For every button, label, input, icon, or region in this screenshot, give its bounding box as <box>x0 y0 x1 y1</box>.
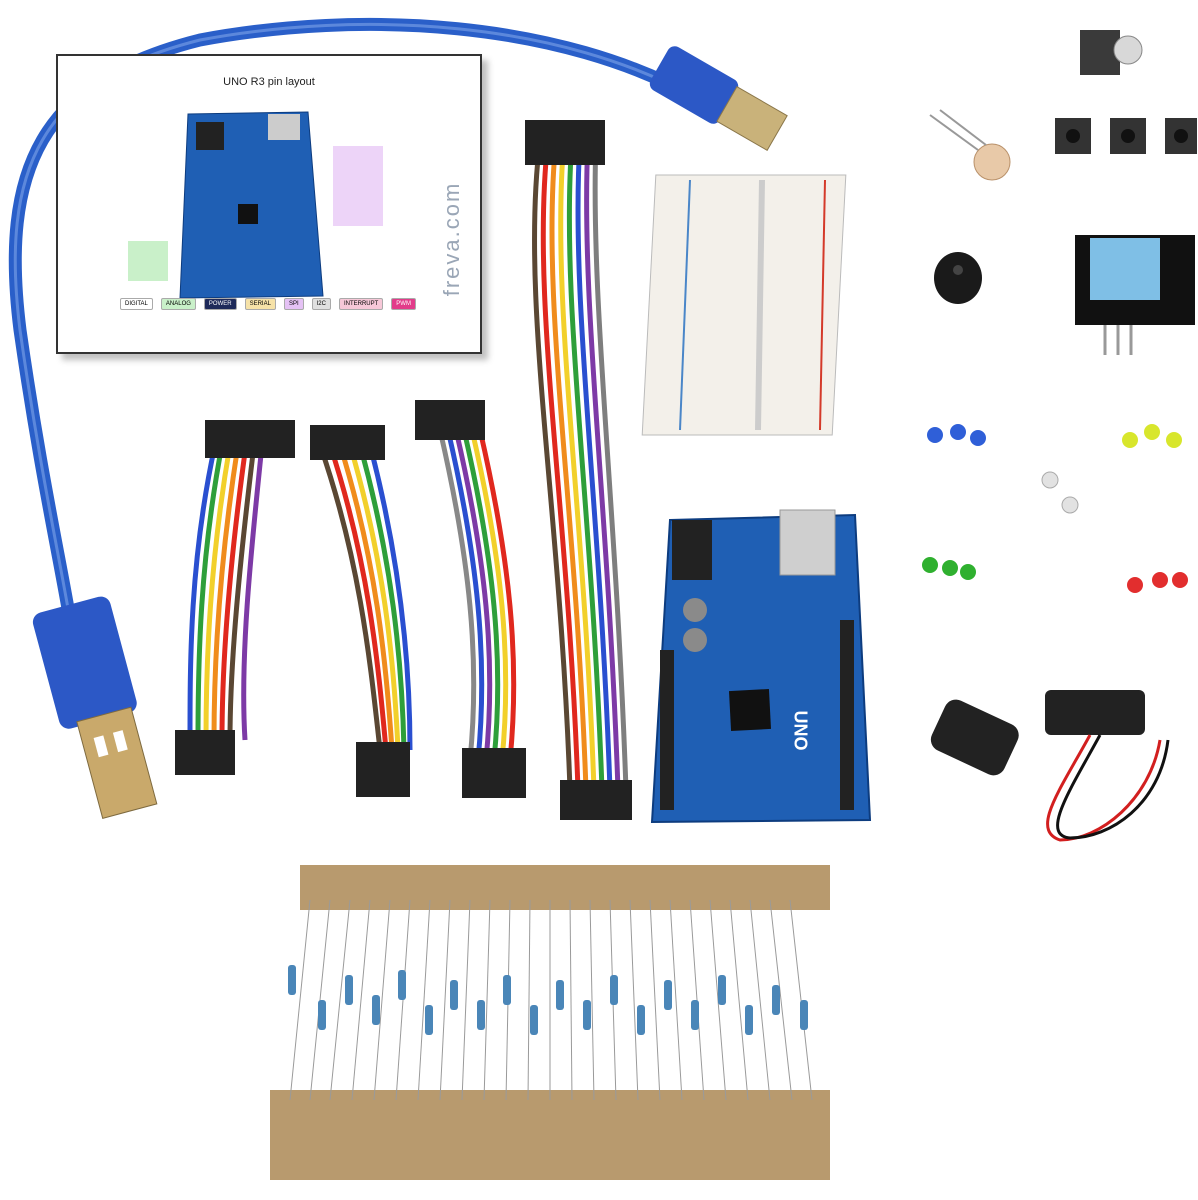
board-uno-label: UNO <box>790 710 811 751</box>
pinout-card-title: UNO R3 pin layout <box>223 76 315 88</box>
pinout-legend: DIGITAL ANALOG POWER SERIAL SPI I2C INTE… <box>120 298 416 310</box>
resistor-assortment <box>270 865 830 1180</box>
legend-analog: ANALOG <box>160 298 196 310</box>
legend-serial: SERIAL <box>244 298 276 310</box>
battery-clip <box>930 690 1170 842</box>
legend-interrupt: INTERRUPT <box>338 298 384 310</box>
dht11-sensor <box>1075 235 1195 355</box>
legend-spi: SPI <box>283 298 304 310</box>
legend-i2c: I2C <box>311 298 331 310</box>
arduino-board-photo <box>650 509 872 824</box>
legend-power: POWER <box>203 298 237 310</box>
breadboard <box>641 174 847 436</box>
legend-digital: DIGITAL <box>120 298 153 310</box>
push-buttons <box>1055 118 1197 154</box>
leds <box>922 424 1188 593</box>
photoresistor <box>929 109 1011 181</box>
legend-pwm: PWM <box>391 298 416 310</box>
buzzer <box>934 252 982 304</box>
pinout-board-diagram <box>128 111 383 299</box>
pinout-card: UNO R3 pin layout UNO R3 freva.com DIGIT… <box>56 54 482 354</box>
pinout-board-label: UNO R3 <box>320 173 331 209</box>
jumper-wires-long <box>525 120 632 820</box>
jumper-wires-short <box>175 400 526 798</box>
potentiometer <box>1080 30 1143 75</box>
pinout-brand-watermark: freva.com <box>439 181 464 297</box>
